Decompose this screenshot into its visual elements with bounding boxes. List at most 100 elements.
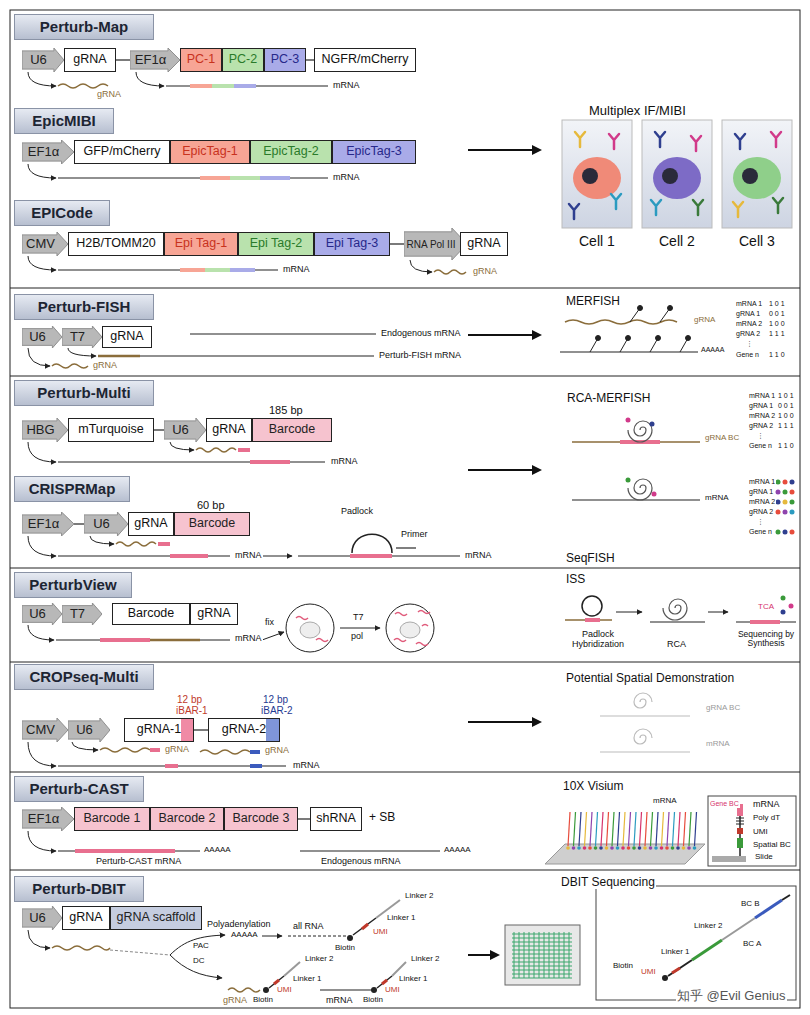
annotation-label: AAAAA: [203, 846, 232, 855]
annotation-label: gRNA: [472, 267, 498, 277]
node-text: PC-1: [187, 53, 215, 67]
annotation-label: gRNA: [92, 361, 118, 371]
annotation-label: 0 0 1: [768, 310, 786, 318]
annotation-label: 1 0 0: [777, 412, 795, 420]
annotation-label: mRNA 1: [748, 478, 776, 486]
capture-strand: [585, 812, 587, 846]
spot-dot: [643, 846, 647, 850]
chip-grid: [512, 974, 572, 975]
node-text: Barcode 1: [84, 812, 141, 826]
annotation-label: UMI: [640, 968, 657, 977]
node-text: H2B/TOMM20: [76, 237, 156, 251]
node-text: Epi Tag-1: [175, 237, 228, 251]
node-text: U6: [93, 517, 110, 531]
construct-element-box: gRNA scaffold: [110, 906, 202, 930]
promoter-arrow: U6: [22, 906, 62, 930]
annotation-label: DBIT Sequencing: [560, 876, 656, 889]
cell-outline: [286, 604, 434, 652]
annotation-label: AAAAA: [443, 846, 472, 855]
annotation-label: Perturb-FISH mRNA: [378, 351, 462, 361]
annotation-label: RCA-MERFISH: [566, 392, 651, 405]
annotation-label: mRNA: [234, 551, 263, 561]
spot-dot: [594, 846, 598, 850]
annotation-label: Linker 2: [304, 955, 334, 964]
capture-strand: [568, 812, 570, 846]
node-text: Barcode 3: [233, 812, 290, 826]
visium-slide: [545, 796, 796, 866]
annotation-label: 10X Visium: [562, 780, 624, 793]
annotation-label: 12 bp: [176, 694, 203, 705]
method-title-tag: CROPseq-Multi: [14, 664, 154, 690]
node-text: GFP/mCherry: [83, 145, 160, 159]
scaffold-strand: [110, 950, 170, 955]
annotation-label: UMI: [372, 928, 389, 937]
chip-grid: [539, 932, 540, 978]
capture-strand: [695, 812, 697, 846]
spot-dot: [588, 846, 592, 850]
capture-strand: [623, 812, 625, 846]
method-title-tag: Perturb-CAST: [14, 776, 144, 802]
seqfish-dot: [776, 510, 781, 515]
capture-strand: [607, 812, 609, 846]
node-text: gRNA: [212, 423, 245, 437]
chip-grid: [512, 978, 572, 979]
node-text: gRNA-2: [222, 723, 266, 737]
promoter-arrow: U6: [22, 326, 62, 348]
merfish-probe: [590, 306, 691, 353]
spot-dot: [638, 846, 642, 850]
spot-dot: [599, 846, 603, 850]
annotation-label: 1 0 1: [777, 392, 795, 400]
construct-element-box: Epi Tag-2: [238, 232, 314, 256]
node-text: U6: [29, 330, 46, 344]
seqfish-dot: [776, 530, 781, 535]
barcode-segment: [75, 84, 780, 853]
spot-dot: [687, 846, 691, 850]
construct-element-box: NGFR/mCherry: [314, 48, 416, 72]
spot-dot: [610, 846, 614, 850]
seqfish-dot: [783, 530, 788, 535]
annotation-label: AAAAA: [700, 346, 725, 354]
construct-element-box: shRNA: [310, 807, 362, 831]
chip-grid: [514, 932, 515, 978]
node-text: shRNA: [316, 812, 356, 826]
method-title-tag: Perturb-Multi: [14, 380, 154, 406]
annotation-label: Primer: [400, 530, 429, 540]
annotation-label: 1 1 1: [768, 330, 786, 338]
seqfish-dot: [790, 490, 795, 495]
cell-panel: [562, 120, 792, 228]
annotation-label: mRNA: [464, 551, 493, 561]
spot-dot: [572, 846, 576, 850]
annotation-label: gRNA BC: [704, 434, 740, 443]
annotation-label: mRNA: [325, 996, 354, 1006]
spot-dot: [649, 846, 653, 850]
capture-strand: [579, 812, 581, 846]
annotation-label: gRNA BC: [705, 704, 741, 713]
annotation-label: Biotin: [252, 996, 274, 1005]
spot-dot: [583, 846, 587, 850]
spot-dot: [693, 846, 697, 850]
construct-element-box: gRNA: [64, 48, 116, 72]
spot-dot: [577, 846, 581, 850]
node-text: RNA Pol III: [407, 239, 456, 250]
annotation-label: 12 bp: [262, 694, 289, 705]
annotation-label: Linker 2: [693, 922, 723, 931]
annotation-label: Endogenous mRNA: [320, 857, 402, 867]
node-text: U6: [76, 723, 93, 737]
connector-line: [74, 523, 84, 524]
annotation-label: 1 0 1: [768, 300, 786, 308]
chip-grid: [549, 932, 550, 978]
annotation-label: Biotin: [334, 944, 356, 953]
annotation-label: 0 0 1: [777, 402, 795, 410]
promoter-arrow: U6: [68, 718, 110, 742]
construct-element-box: Epi Tag-1: [164, 232, 238, 256]
node-text: EF1α: [28, 517, 59, 531]
node-text: gRNA: [467, 237, 500, 251]
construct-element-box: Epi Tag-3: [314, 232, 390, 256]
annotation-label: TCA: [757, 603, 775, 612]
construct-element-box: mTurquoise: [68, 418, 154, 442]
annotation-label: gRNA: [222, 996, 248, 1006]
annotation-label: gRNA 2: [748, 422, 774, 430]
annotation-label: gRNA: [693, 316, 716, 325]
node-text: Epi Tag-3: [326, 237, 379, 251]
